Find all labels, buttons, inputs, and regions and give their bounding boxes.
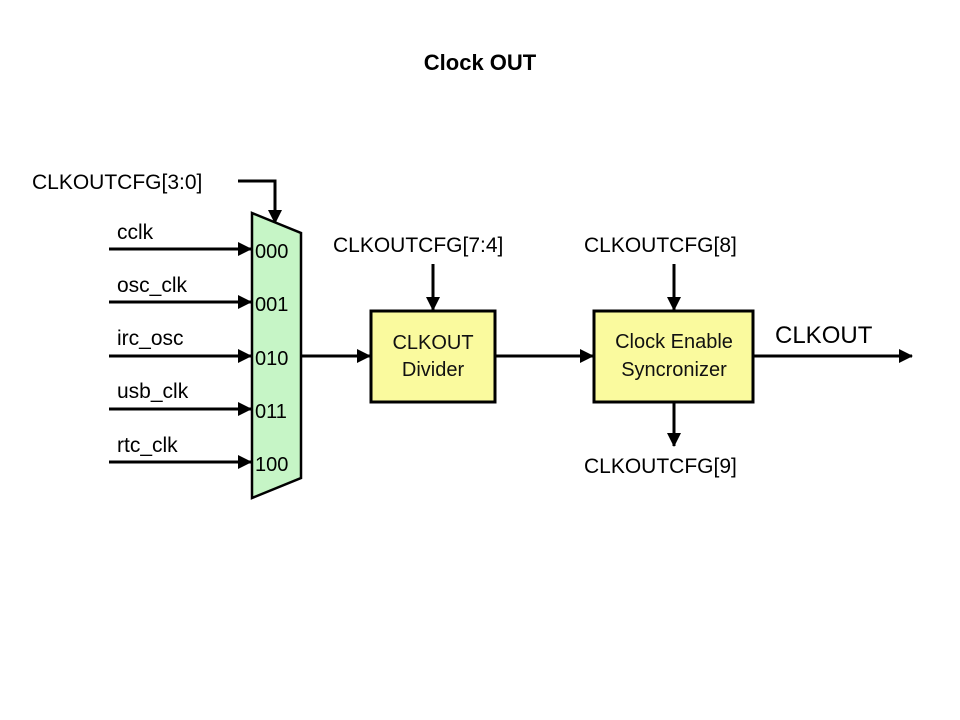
divider-label-line1: CLKOUT xyxy=(392,332,473,354)
sync-status-out-label: CLKOUTCFG[9] xyxy=(584,455,737,478)
mux-select-label: CLKOUTCFG[3:0] xyxy=(32,171,202,194)
mux-code: 000 xyxy=(255,241,288,263)
mux-select-arrow xyxy=(238,179,282,224)
input-signal-label: rtc_clk xyxy=(117,434,178,457)
mux-input-irc-osc: irc_osc 010 xyxy=(109,327,288,370)
input-signal-label: cclk xyxy=(117,221,154,244)
input-signal-label: usb_clk xyxy=(117,380,189,403)
mux-code: 010 xyxy=(255,348,288,370)
clkout-divider-block xyxy=(369,309,497,404)
sync-label-line2: Syncronizer xyxy=(621,359,727,381)
mux-input-rtc-clk: rtc_clk 100 xyxy=(109,434,288,476)
input-signal-label: irc_osc xyxy=(117,327,184,350)
multiplexer xyxy=(250,211,303,500)
mux-code: 011 xyxy=(255,401,287,423)
page-title: Clock OUT xyxy=(423,50,537,75)
mux-code: 001 xyxy=(255,294,288,316)
mux-input-osc-clk: osc_clk 001 xyxy=(109,274,288,316)
mux-input-cclk: cclk 000 xyxy=(109,221,288,263)
mux-input-usb-clk: usb_clk 011 xyxy=(109,380,287,423)
input-signal-label: osc_clk xyxy=(117,274,188,297)
sync-label-line1: Clock Enable xyxy=(615,331,733,353)
divider-label-line2: Divider xyxy=(402,359,465,381)
divider-control-label: CLKOUTCFG[7:4] xyxy=(333,234,503,257)
clock-enable-synchronizer-block xyxy=(592,309,755,404)
mux-code: 100 xyxy=(255,454,288,476)
clkout-output-label: CLKOUT xyxy=(775,322,873,349)
sync-control-in-label: CLKOUTCFG[8] xyxy=(584,234,737,257)
